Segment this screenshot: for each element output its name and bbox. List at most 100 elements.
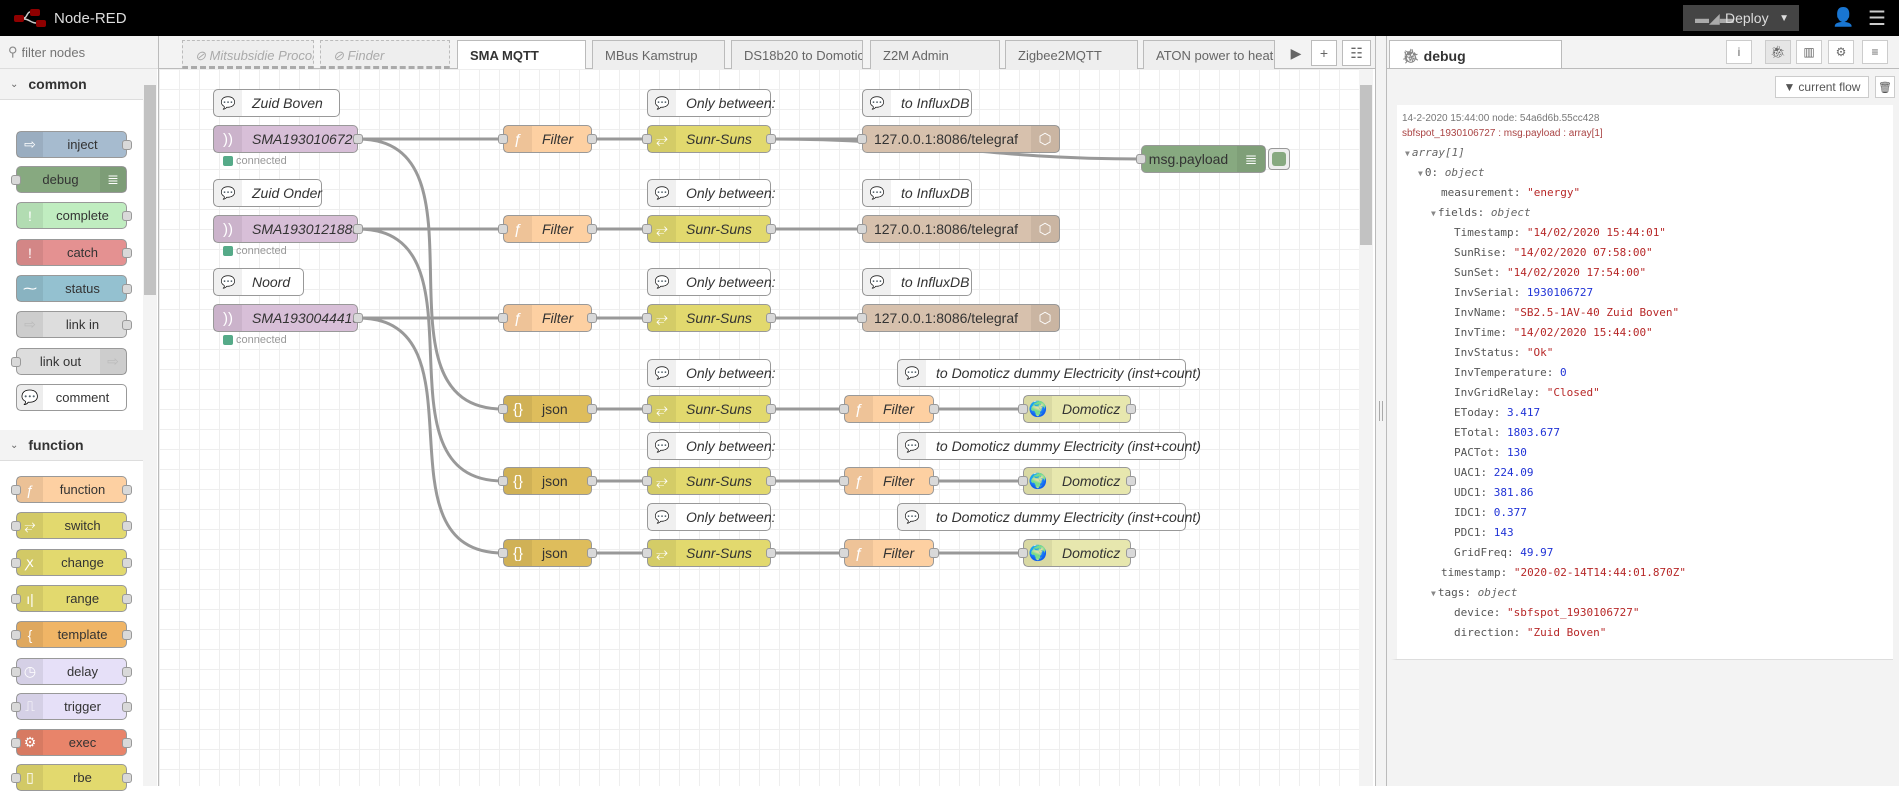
flow-node-mqtt[interactable]: ))SMA1930121888 <box>213 215 363 243</box>
input-port[interactable] <box>839 548 849 558</box>
flow-node-comment[interactable]: 💬Only between: <box>647 89 776 117</box>
input-port[interactable] <box>642 134 652 144</box>
tab-sma-mqtt[interactable]: SMA MQTT <box>457 40 586 70</box>
input-port[interactable] <box>857 313 867 323</box>
palette-category-common[interactable]: ⌄common <box>0 69 143 100</box>
output-port[interactable] <box>766 404 776 414</box>
chevron-down-icon[interactable]: ⌄ <box>10 439 19 451</box>
dashboard-button[interactable]: ▥ <box>1796 40 1822 64</box>
flow-node-mqtt[interactable]: ))SMA1930106727 <box>213 125 363 153</box>
input-port[interactable] <box>1018 548 1028 558</box>
canvas-scrollbar[interactable] <box>1359 69 1373 786</box>
flow-node-mqtt[interactable]: ))SMA1930044415 <box>213 304 363 332</box>
output-port[interactable] <box>587 476 597 486</box>
input-port[interactable] <box>498 548 508 558</box>
input-port[interactable] <box>11 357 21 367</box>
input-port[interactable] <box>11 594 21 604</box>
input-port[interactable] <box>11 667 21 677</box>
tab-ds18b20-to-domoticz[interactable]: DS18b20 to Domoticz <box>731 40 863 69</box>
context-button[interactable]: ≡ <box>1862 40 1888 64</box>
output-port[interactable] <box>122 485 132 495</box>
input-port[interactable] <box>642 404 652 414</box>
output-port[interactable] <box>353 313 363 323</box>
tree-line[interactable]: ▼tags: object <box>1397 583 1893 603</box>
flow-node-influx[interactable]: ⬡127.0.0.1:8086/telegraf <box>857 125 1060 153</box>
output-port[interactable] <box>766 134 776 144</box>
input-port[interactable] <box>11 485 21 495</box>
caret-down-icon[interactable]: ▼ <box>1431 209 1436 218</box>
output-port[interactable] <box>122 630 132 640</box>
tree-line[interactable]: ▼fields: object <box>1397 203 1893 223</box>
flow-node-domoticz[interactable]: 🌍Domoticz <box>1018 467 1136 495</box>
input-port[interactable] <box>642 313 652 323</box>
flow-node-switch[interactable]: ⥂Sunr-Suns <box>642 125 776 153</box>
tab-zigbee2mqtt[interactable]: Zigbee2MQTT <box>1005 40 1138 69</box>
tree-line[interactable]: ▼0: object <box>1397 163 1893 183</box>
output-port[interactable] <box>122 211 132 221</box>
wire[interactable] <box>357 137 504 411</box>
config-button[interactable]: ⚙ <box>1828 40 1854 64</box>
output-port[interactable] <box>122 667 132 677</box>
input-port[interactable] <box>839 404 849 414</box>
list-flows-icon[interactable]: ☷ <box>1342 40 1371 66</box>
flow-node-domoticz[interactable]: 🌍Domoticz <box>1018 395 1136 423</box>
caret-down-icon[interactable]: ▼ <box>1431 589 1436 598</box>
output-port[interactable] <box>587 134 597 144</box>
output-port[interactable] <box>122 558 132 568</box>
output-port[interactable] <box>353 224 363 234</box>
palette-node-status[interactable]: ⁓status <box>16 275 132 302</box>
output-port[interactable] <box>122 738 132 748</box>
palette-node-inject[interactable]: ⇨inject <box>16 131 132 158</box>
info-button[interactable]: i <box>1726 40 1752 64</box>
output-port[interactable] <box>587 548 597 558</box>
input-port[interactable] <box>642 224 652 234</box>
wire[interactable] <box>357 316 504 555</box>
output-port[interactable] <box>122 702 132 712</box>
output-port[interactable] <box>1126 476 1136 486</box>
palette-node-rbe[interactable]: ▯rbe <box>11 764 132 791</box>
input-port[interactable] <box>11 175 21 185</box>
flow-node-comment[interactable]: 💬Only between: <box>647 179 776 207</box>
flow-node-json[interactable]: {}json <box>498 395 597 423</box>
palette-scrollbar[interactable] <box>143 69 157 786</box>
input-port[interactable] <box>498 404 508 414</box>
output-port[interactable] <box>122 248 132 258</box>
flow-node-json[interactable]: {}json <box>498 539 597 567</box>
output-port[interactable] <box>929 548 939 558</box>
tree-line[interactable]: ▼array[1] <box>1397 143 1893 163</box>
output-port[interactable] <box>766 476 776 486</box>
flow-node-comment[interactable]: 💬to Domoticz dummy Electricity (inst+cou… <box>897 432 1201 460</box>
output-port[interactable] <box>587 313 597 323</box>
flow-node-switch[interactable]: ⥂Sunr-Suns <box>642 304 776 332</box>
palette-node-delay[interactable]: ◷delay <box>11 658 132 685</box>
output-port[interactable] <box>1126 548 1136 558</box>
input-port[interactable] <box>11 702 21 712</box>
flow-node-switch[interactable]: ⥂Sunr-Suns <box>642 395 776 423</box>
wire[interactable] <box>357 227 504 483</box>
output-port[interactable] <box>587 224 597 234</box>
flow-node-domoticz[interactable]: 🌍Domoticz <box>1018 539 1136 567</box>
output-port[interactable] <box>1126 404 1136 414</box>
deploy-button[interactable]: ▬◢▬Deploy▼ <box>1683 5 1799 31</box>
input-port[interactable] <box>11 630 21 640</box>
palette-category-function[interactable]: ⌄function <box>0 430 143 461</box>
input-port[interactable] <box>11 773 21 783</box>
tab--finder[interactable]: ⊘ Finder <box>320 40 450 69</box>
menu-icon[interactable]: ☰ <box>1868 8 1886 30</box>
caret-down-icon[interactable]: ▼ <box>1405 149 1410 158</box>
flow-node-comment[interactable]: 💬to InfluxDB <box>862 268 972 296</box>
input-port[interactable] <box>11 521 21 531</box>
output-port[interactable] <box>122 594 132 604</box>
output-port[interactable] <box>587 404 597 414</box>
sidebar-splitter[interactable] <box>1375 36 1387 786</box>
palette-node-catch[interactable]: !catch <box>16 239 132 266</box>
tab-debug[interactable]: 🐞︎ debug <box>1389 40 1562 69</box>
palette-node-range[interactable]: ı|range <box>11 585 132 612</box>
